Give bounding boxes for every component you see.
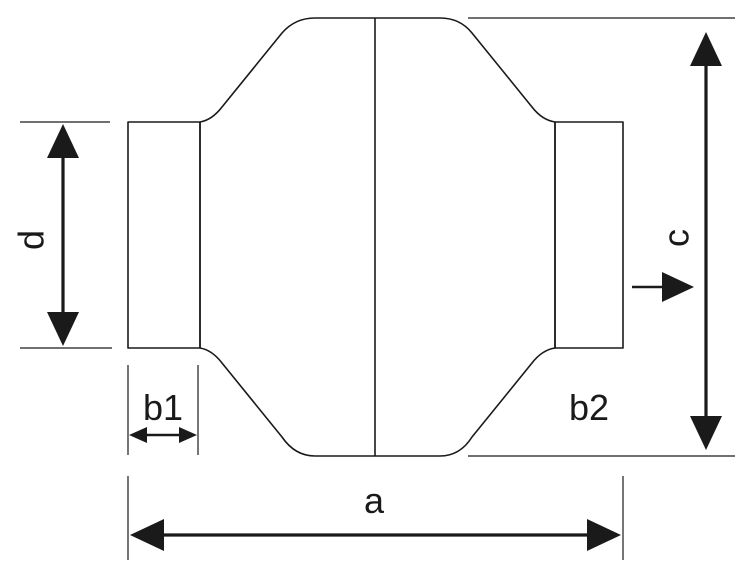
label-c: c (656, 229, 697, 247)
airflow-arrow-icon (632, 272, 694, 302)
label-a: a (364, 480, 385, 521)
arrowhead-d-bottom (47, 312, 79, 346)
arrowhead-a-left (130, 519, 164, 551)
dimension-c (690, 32, 722, 450)
label-b1: b1 (143, 387, 183, 428)
right-spigot (554, 121, 624, 349)
arrowhead-a-right (587, 519, 621, 551)
label-d: d (11, 230, 52, 250)
arrowhead-c-bottom (690, 416, 722, 450)
label-b2: b2 (569, 387, 609, 428)
left-spigot (127, 121, 201, 349)
dimension-a (130, 519, 621, 551)
dimension-b1 (129, 427, 197, 443)
arrowhead-b1-right (179, 427, 197, 443)
dimension-d (47, 124, 79, 346)
arrowhead-c-top (690, 32, 722, 66)
housing-outline (199, 17, 556, 457)
arrowhead-d-top (47, 124, 79, 158)
arrowhead-b1-left (129, 427, 147, 443)
